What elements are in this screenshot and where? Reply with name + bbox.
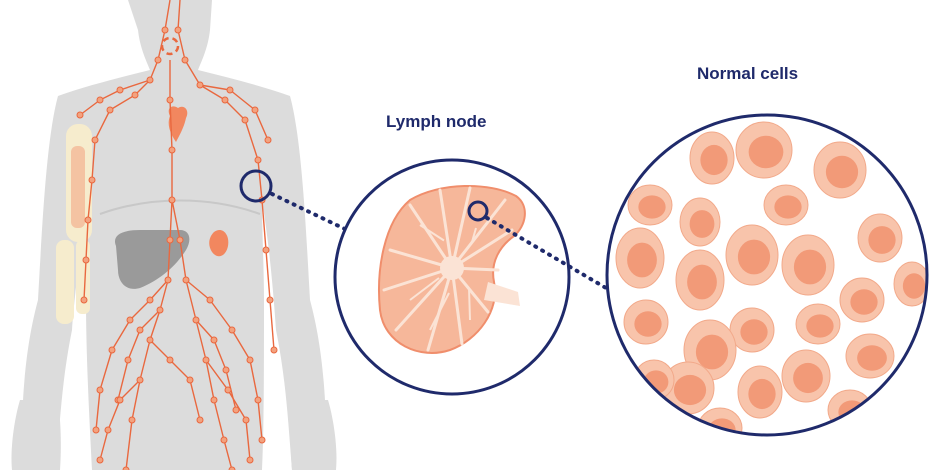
- lymph-node-dot: [147, 337, 153, 343]
- lymph-node-dot: [109, 347, 115, 353]
- cell-nucleus: [826, 156, 858, 188]
- lymph-node-dot: [147, 297, 153, 303]
- lymph-node-core: [440, 256, 464, 280]
- lymph-node-label: Lymph node: [386, 112, 486, 132]
- lymph-node-dot: [167, 357, 173, 363]
- lymph-node-dot: [81, 297, 87, 303]
- lymph-node-dot: [169, 147, 175, 153]
- lymph-node-dot: [247, 357, 253, 363]
- lymph-node-dot: [147, 77, 153, 83]
- lymph-node-dot: [137, 327, 143, 333]
- lymph-node-dot: [255, 397, 261, 403]
- lymph-node-dot: [182, 57, 188, 63]
- lymph-node-dot: [223, 367, 229, 373]
- lymph-node-dot: [183, 277, 189, 283]
- lymph-node-dot: [211, 397, 217, 403]
- cell-nucleus: [850, 289, 877, 315]
- lymph-node-dot: [137, 377, 143, 383]
- lymph-node-dot: [129, 417, 135, 423]
- cell-nucleus: [674, 375, 706, 405]
- lymph-node-dot: [132, 92, 138, 98]
- cell-nucleus: [634, 311, 661, 337]
- lymph-node-dot: [227, 87, 233, 93]
- lymph-node-dot: [229, 327, 235, 333]
- lymph-node-dot: [265, 137, 271, 143]
- cell-nucleus: [794, 250, 826, 285]
- lymph-node-dot: [271, 347, 277, 353]
- lymph-node-dot: [267, 297, 273, 303]
- cell-nucleus: [857, 345, 887, 371]
- lymph-node-dot: [77, 112, 83, 118]
- lymph-node-dot: [193, 317, 199, 323]
- lymph-node-dot: [155, 57, 161, 63]
- lymph-node-dot: [89, 177, 95, 183]
- lymph-node-dot: [85, 217, 91, 223]
- lymph-node-dot: [92, 137, 98, 143]
- lymph-node-dot: [255, 157, 261, 163]
- lymph-node-detail: [335, 160, 569, 394]
- lymph-node-dot: [222, 97, 228, 103]
- lymph-node-dot: [97, 97, 103, 103]
- lymph-node-dot: [211, 337, 217, 343]
- lymph-node-dot: [252, 107, 258, 113]
- lymph-node-dot: [93, 427, 99, 433]
- cell-nucleus: [738, 240, 770, 275]
- lymph-node-dot: [167, 97, 173, 103]
- lymph-node-dot: [197, 417, 203, 423]
- lymph-node-dot: [263, 247, 269, 253]
- cell-nucleus: [903, 273, 925, 299]
- lymph-node-dot: [165, 277, 171, 283]
- cell-nucleus: [749, 136, 784, 168]
- lymph-node-dot: [169, 197, 175, 203]
- cell-nucleus: [774, 195, 801, 218]
- cell-nucleus: [748, 379, 775, 409]
- cell-nucleus: [806, 314, 833, 337]
- normal-cells-detail: [607, 115, 930, 448]
- lymph-node-dot: [203, 357, 209, 363]
- cell-nucleus: [638, 195, 665, 218]
- lymph-node-dot: [247, 457, 253, 463]
- cell-nucleus: [868, 226, 895, 254]
- lymph-node-dot: [197, 82, 203, 88]
- lymph-node-dot: [83, 257, 89, 263]
- lymph-node-dot: [233, 407, 239, 413]
- lymph-node-dot: [97, 387, 103, 393]
- lymph-node-dot: [221, 437, 227, 443]
- cell-nucleus: [740, 319, 767, 345]
- cell-nucleus: [700, 145, 727, 175]
- lymph-node-dot: [259, 437, 265, 443]
- lymph-node-dot: [117, 87, 123, 93]
- lymph-node-dot: [177, 237, 183, 243]
- lymph-node-dot: [107, 107, 113, 113]
- lymph-node-dot: [167, 237, 173, 243]
- lymph-node-dot: [162, 27, 168, 33]
- normal-cells-label: Normal cells: [697, 64, 798, 84]
- lymph-node-dot: [127, 317, 133, 323]
- lymph-node-dot: [105, 427, 111, 433]
- lymph-node-dot: [207, 297, 213, 303]
- lymph-node-dot: [242, 117, 248, 123]
- lymph-node-dot: [187, 377, 193, 383]
- cell-nucleus: [696, 335, 728, 370]
- cell-nucleus: [690, 210, 715, 238]
- lymph-node-dot: [157, 307, 163, 313]
- cell-nucleus: [687, 265, 717, 300]
- cell-nucleus: [627, 243, 657, 278]
- lymph-node-dot: [125, 357, 131, 363]
- cell-nucleus: [793, 363, 823, 393]
- lymph-node-dot: [243, 417, 249, 423]
- lymph-node-dot: [175, 27, 181, 33]
- lymph-node-dot: [225, 387, 231, 393]
- lymph-node-dot: [97, 457, 103, 463]
- lymph-node-fiber: [469, 288, 470, 320]
- lymph-node-dot: [117, 397, 123, 403]
